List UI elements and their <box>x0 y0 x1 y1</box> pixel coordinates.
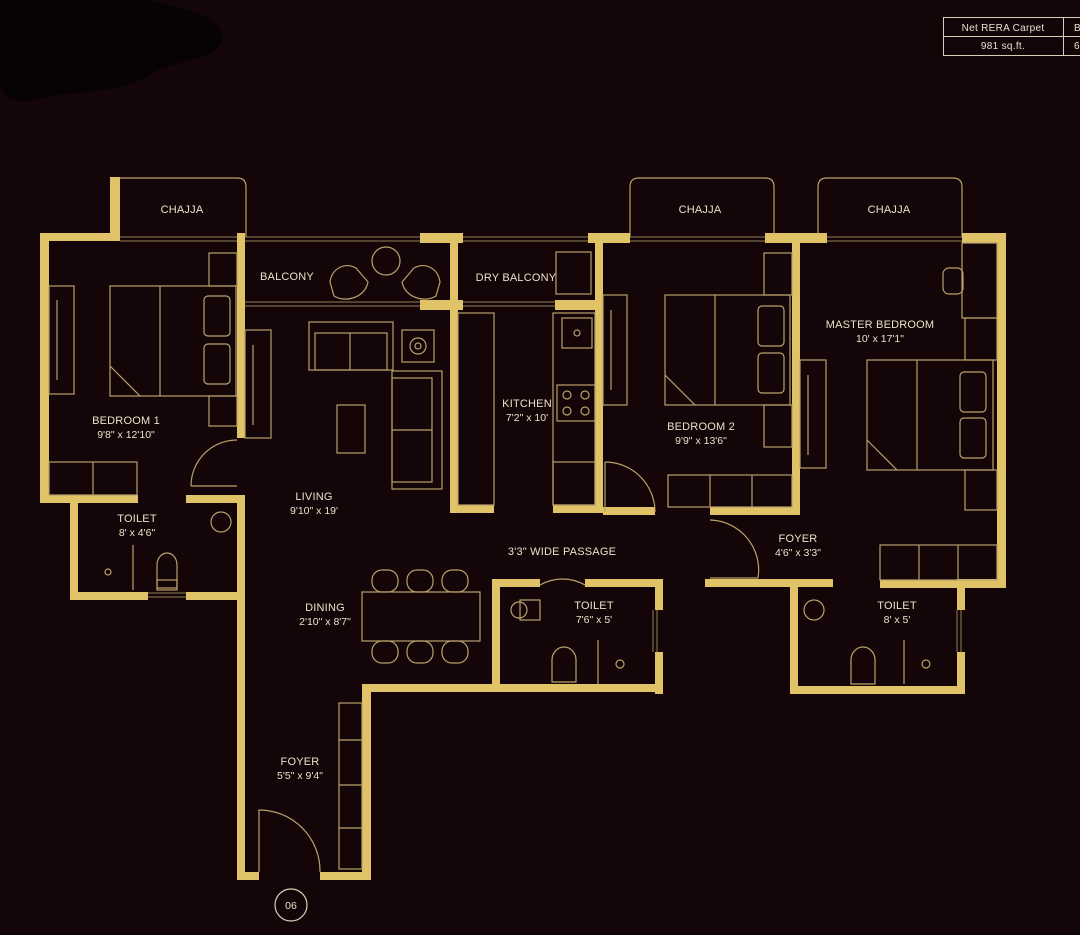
dry-balcony-label: DRY BALCONY <box>476 272 557 284</box>
passage-label: 3'3" WIDE PASSAGE <box>508 546 616 558</box>
redaction-scribble <box>0 0 223 102</box>
bedroom1-size: 9'8" x 12'10" <box>97 429 155 441</box>
chajja-outlines <box>117 177 963 237</box>
master-bedroom-size: 10' x 17'1" <box>856 333 904 345</box>
bedroom2-size: 9'9" x 13'6" <box>675 435 727 447</box>
dining-name: DINING <box>305 602 345 614</box>
living-size: 9'10" x 19' <box>290 505 338 517</box>
foyer-right-size: 4'6" x 3'3" <box>775 547 821 559</box>
foyer-entry-name: FOYER <box>281 756 320 768</box>
master-bedroom-name: MASTER BEDROOM <box>826 319 935 331</box>
room-labels: CHAJJA CHAJJA CHAJJA BALCONY DRY BALCONY… <box>92 204 934 782</box>
foyer-right-name: FOYER <box>779 533 818 545</box>
windows <box>120 236 962 652</box>
bedroom1-name: BEDROOM 1 <box>92 415 160 427</box>
toilet-left-name: TOILET <box>117 513 157 525</box>
toilet-right-size: 8' x 5' <box>884 614 911 626</box>
area-table-header: Net RERA Carpet <box>962 23 1045 34</box>
toilet-right-name: TOILET <box>877 600 917 612</box>
kitchen-name: KITCHEN <box>502 398 552 410</box>
chajja-right-label: CHAJJA <box>868 204 911 216</box>
chajja-mid-label: CHAJJA <box>679 204 722 216</box>
toilet-left-size: 8' x 4'6" <box>119 527 156 539</box>
wardrobes <box>48 285 998 870</box>
unit-number: 06 <box>285 900 297 912</box>
kitchen-size: 7'2" x 10' <box>506 412 548 424</box>
area-table-value-2: 6 <box>1074 41 1080 52</box>
living-name: LIVING <box>295 491 332 503</box>
unit-number-badge <box>274 888 308 922</box>
area-table-value: 981 sq.ft. <box>981 41 1025 52</box>
bedroom2-name: BEDROOM 2 <box>667 421 735 433</box>
furniture <box>104 242 998 685</box>
toilet-mid-name: TOILET <box>574 600 614 612</box>
walls <box>40 177 1006 880</box>
toilet-mid-size: 7'6" x 5' <box>576 614 612 626</box>
foyer-entry-size: 5'5" x 9'4" <box>277 770 323 782</box>
dining-size: 2'10" x 8'7" <box>299 616 351 628</box>
area-table-header-2: B <box>1074 23 1080 34</box>
area-table: Net RERA Carpet B 981 sq.ft. 6 <box>943 17 1080 56</box>
balcony-label: BALCONY <box>260 271 314 283</box>
chajja-left-label: CHAJJA <box>161 204 204 216</box>
doors <box>190 439 760 873</box>
